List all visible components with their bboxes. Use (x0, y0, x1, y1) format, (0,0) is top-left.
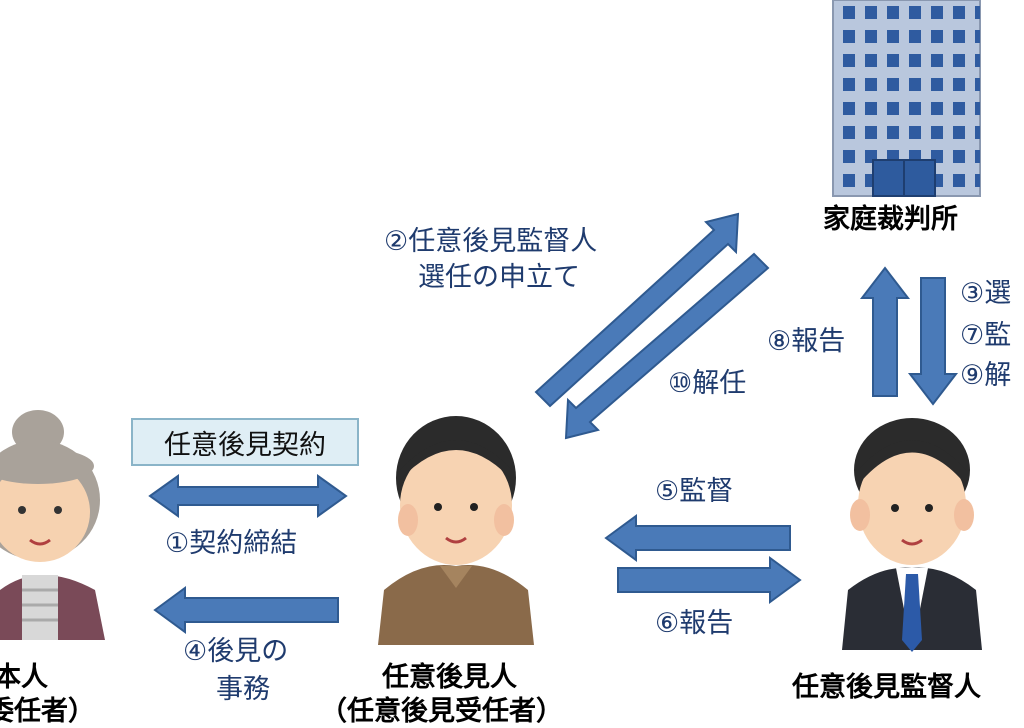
guardian-role: （任意後見受任者） (320, 696, 563, 727)
principal-name: 本人 (0, 662, 48, 693)
contract-box-label: 任意後見契約 (164, 429, 326, 461)
arrow-guardian-duties (153, 586, 339, 634)
guardian-portrait-icon (378, 416, 534, 645)
label-step9: ⑨解 (960, 360, 1012, 391)
arrow-contract-bidirectional (148, 474, 348, 518)
label-step5: ⑤監督 (655, 476, 734, 507)
label-step2-line2: 選任の申立て (418, 262, 580, 293)
arrow-report-to-court (859, 266, 911, 397)
arrow-report-to-supervisor (617, 556, 802, 604)
label-step2-line1: ②任意後見監督人 (384, 226, 598, 257)
contract-box: 任意後見契約 (131, 418, 359, 466)
arrow-court-to-supervisor (907, 277, 959, 406)
label-step1: ①契約締結 (165, 528, 298, 559)
label-step3: ③選 (960, 278, 1012, 309)
label-step7: ⑦監 (960, 320, 1012, 351)
supervisor-name: 任意後見監督人 (792, 672, 981, 703)
supervisor-portrait-icon (840, 416, 990, 652)
principal-role: （委任者） (0, 696, 95, 727)
court-name: 家庭裁判所 (823, 204, 958, 235)
label-step4-line1: ④後見の (183, 636, 289, 667)
label-step6: ⑥報告 (655, 608, 734, 639)
principal-portrait-icon (0, 405, 122, 640)
arrow-supervision (604, 514, 791, 562)
label-step10: ⑩解任 (668, 368, 747, 399)
arrow-petition-to-court (534, 212, 740, 408)
label-step8: ⑧報告 (767, 326, 846, 357)
court-building-icon (832, 0, 981, 197)
label-step4-line2: 事務 (216, 674, 270, 705)
guardian-name: 任意後見人 (382, 662, 517, 693)
arrow-dismissal-from-court (564, 252, 770, 440)
